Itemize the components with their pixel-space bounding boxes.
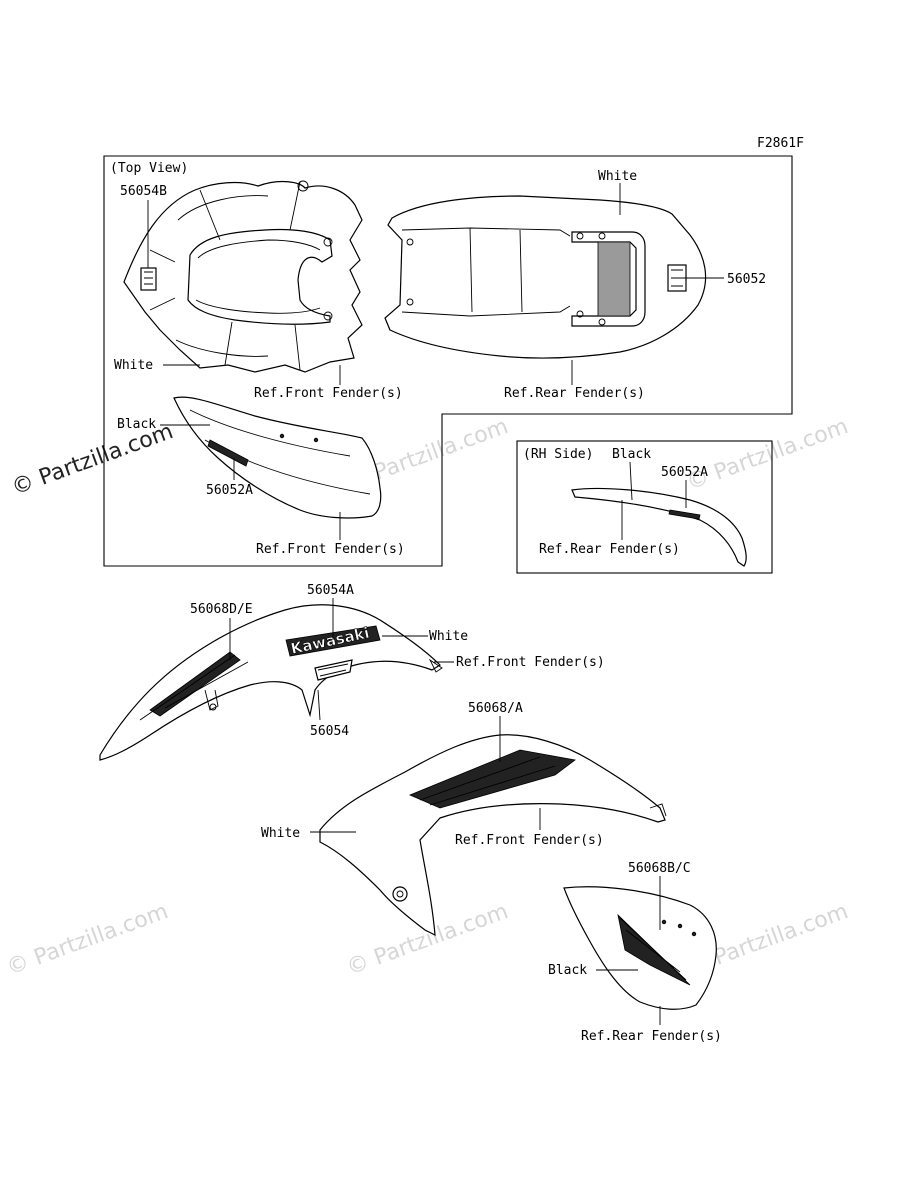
rh-side-frame bbox=[516, 440, 773, 574]
callout-white: White bbox=[598, 169, 637, 184]
callout-56068A: 56068/A bbox=[468, 701, 523, 716]
callout-56068BC: 56068B/C bbox=[628, 861, 691, 876]
callout-ref-front-fender: Ref.Front Fender(s) bbox=[256, 542, 405, 557]
watermark: © Partzilla.com bbox=[684, 414, 852, 496]
callout-black: Black bbox=[612, 447, 651, 462]
callout-white: White bbox=[429, 629, 468, 644]
callouts: 56054B White Ref.Front Fender(s) White 5… bbox=[114, 169, 766, 1044]
callout-white: White bbox=[261, 826, 300, 841]
front-fender-top-view bbox=[123, 180, 363, 373]
callout-ref-rear-fender: Ref.Rear Fender(s) bbox=[504, 386, 645, 401]
callout-ref-front-fender: Ref.Front Fender(s) bbox=[455, 833, 604, 848]
callout-ref-rear-fender: Ref.Rear Fender(s) bbox=[539, 542, 680, 557]
left-shroud: Kawasaki bbox=[99, 604, 443, 761]
callout-56052A: 56052A bbox=[206, 483, 253, 498]
rear-side-panel bbox=[563, 886, 717, 1010]
callout-56052A: 56052A bbox=[661, 465, 708, 480]
rh-side-label: (RH Side) bbox=[523, 447, 593, 462]
callout-56054: 56054 bbox=[310, 724, 349, 739]
callout-ref-rear-fender: Ref.Rear Fender(s) bbox=[581, 1029, 722, 1044]
top-view-frame bbox=[103, 155, 793, 567]
callout-56052: 56052 bbox=[727, 272, 766, 287]
callout-black: Black bbox=[117, 417, 156, 432]
callout-56068DE: 56068D/E bbox=[190, 602, 253, 617]
leader-lines bbox=[147, 183, 724, 1025]
front-fender-side bbox=[173, 396, 382, 519]
callout-56054B: 56054B bbox=[120, 184, 167, 199]
watermark: © Partzilla.com bbox=[350, 0, 520, 4]
callout-ref-front-fender: Ref.Front Fender(s) bbox=[456, 655, 605, 670]
top-view-label: (Top View) bbox=[110, 161, 188, 176]
callout-ref-front-fender: Ref.Front Fender(s) bbox=[254, 386, 403, 401]
rear-fender-top-view bbox=[384, 195, 707, 359]
figure-code: F2861F bbox=[757, 136, 804, 151]
rear-fender-rh-side bbox=[571, 487, 747, 567]
watermark: © Partzilla.com bbox=[690, 0, 860, 4]
right-shroud bbox=[319, 734, 667, 937]
callout-black: Black bbox=[548, 963, 587, 978]
watermark: © Partzilla.com bbox=[20, 0, 190, 4]
callout-56054A: 56054A bbox=[307, 583, 354, 598]
watermark: © Partzilla.com bbox=[4, 899, 172, 981]
callout-white: White bbox=[114, 358, 153, 373]
watermark-group: © Partzilla.com © Partzilla.com © Partzi… bbox=[4, 0, 860, 981]
